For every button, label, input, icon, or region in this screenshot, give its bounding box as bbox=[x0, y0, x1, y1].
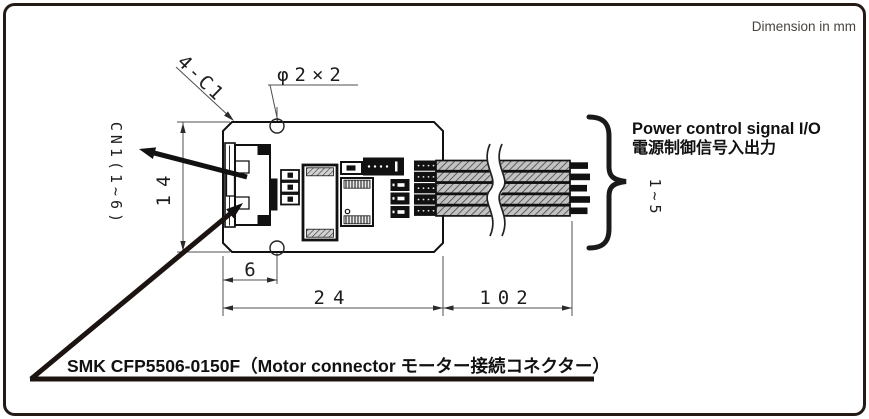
dimension-arrowheads bbox=[180, 111, 572, 311]
wire-header bbox=[414, 160, 439, 216]
callout-arrows bbox=[29, 147, 248, 381]
large-component bbox=[301, 163, 339, 242]
mounting-hole-top bbox=[269, 118, 285, 134]
dimension-unit-note: Dimension in mm bbox=[752, 19, 856, 34]
connector-pin-label: CN1(1~6) bbox=[107, 122, 125, 226]
drawing-border bbox=[3, 3, 866, 416]
chamfer-dimension-label: 4-C1 bbox=[173, 51, 230, 107]
mounting-hole-bottom bbox=[269, 240, 285, 256]
dim-wire-length: 102 bbox=[479, 287, 534, 309]
connector-part-label: SMK CFP5506-0150F（Motor connector モーター接続… bbox=[67, 356, 610, 376]
ic-top bbox=[363, 157, 404, 176]
hole-dimension-label: φ2×2 bbox=[277, 64, 347, 86]
smd-component-small bbox=[340, 161, 363, 175]
callout-brace bbox=[586, 114, 627, 251]
wire-break-symbol bbox=[486, 141, 506, 239]
dim-board-width: 24 bbox=[314, 287, 353, 309]
motor-connector-cn1 bbox=[224, 142, 278, 228]
dim-board-height: 14 bbox=[153, 168, 175, 207]
smd-passives-left bbox=[280, 169, 300, 206]
dim-hole-offset: 6 bbox=[244, 259, 255, 281]
callout-text-ja: 電源制御信号入出力 bbox=[632, 138, 776, 157]
wire-tips bbox=[570, 162, 590, 215]
wire-range-label: 1~5 bbox=[646, 178, 664, 217]
callout-text-en: Power control signal I/O bbox=[632, 120, 821, 138]
ic-center bbox=[340, 177, 374, 227]
smd-passives-right bbox=[390, 179, 410, 218]
